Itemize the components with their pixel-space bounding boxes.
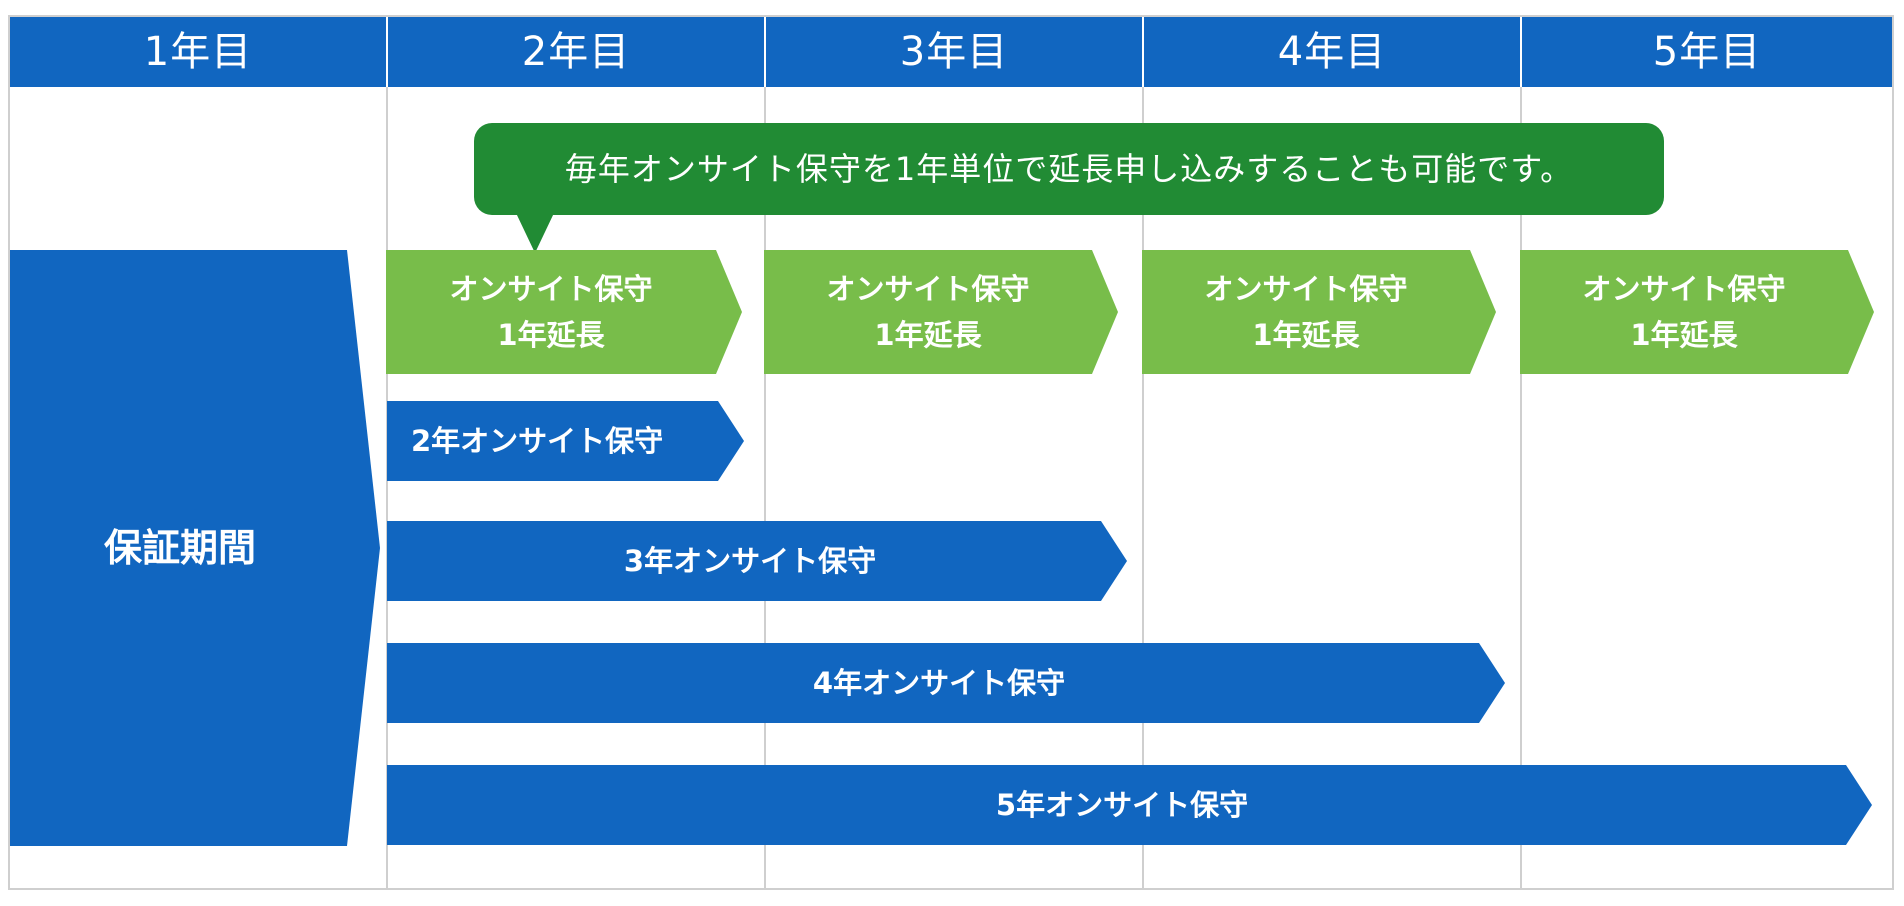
- plan-label: 5年オンサイト保守: [995, 788, 1249, 822]
- warranty-period-label: 保証期間: [103, 526, 256, 570]
- extension-line2: 1年延長: [874, 318, 982, 352]
- extension-line2: 1年延長: [497, 318, 605, 352]
- extension-arrow-year-2: オンサイト保守 1年延長: [386, 250, 742, 374]
- warranty-period-block: [10, 250, 380, 846]
- plan-label: 4年オンサイト保守: [812, 666, 1066, 700]
- plan-arrow-2-year: 2年オンサイト保守: [387, 401, 744, 481]
- year-header-row: 1年目 2年目 3年目 4年目 5年目: [10, 17, 1892, 87]
- year-header-1: 1年目: [10, 17, 386, 87]
- extension-line1: オンサイト保守: [826, 272, 1030, 306]
- extension-line1: オンサイト保守: [1204, 272, 1408, 306]
- year-header-5: 5年目: [1522, 17, 1892, 87]
- extension-arrow-text: オンサイト保守 1年延長: [1142, 250, 1470, 374]
- extension-arrow-text: オンサイト保守 1年延長: [1520, 250, 1848, 374]
- callout-text: 毎年オンサイト保守を1年単位で延長申し込みすることも可能です。: [474, 123, 1664, 215]
- callout-pointer: [516, 213, 554, 253]
- column-divider: [1520, 87, 1522, 888]
- extension-arrow-text: オンサイト保守 1年延長: [386, 250, 716, 374]
- extension-arrow-year-3: オンサイト保守 1年延長: [764, 250, 1118, 374]
- extension-line2: 1年延長: [1630, 318, 1738, 352]
- column-divider: [386, 87, 388, 888]
- column-divider: [764, 87, 766, 888]
- plan-label: 2年オンサイト保守: [411, 424, 664, 458]
- year-header-4: 4年目: [1144, 17, 1520, 87]
- diagram-frame: [8, 15, 1894, 890]
- extension-callout: 毎年オンサイト保守を1年単位で延長申し込みすることも可能です。: [474, 123, 1664, 253]
- extension-arrow-text: オンサイト保守 1年延長: [764, 250, 1092, 374]
- plan-arrow-3-year: 3年オンサイト保守: [387, 521, 1127, 601]
- year-header-3: 3年目: [766, 17, 1142, 87]
- year-header-2: 2年目: [388, 17, 764, 87]
- plan-label: 3年オンサイト保守: [623, 544, 877, 578]
- plan-arrow-5-year: 5年オンサイト保守: [387, 765, 1872, 845]
- extension-line2: 1年延長: [1252, 318, 1360, 352]
- extension-line1: オンサイト保守: [449, 272, 653, 306]
- plan-arrow-4-year: 4年オンサイト保守: [387, 643, 1505, 723]
- column-divider: [1142, 87, 1144, 888]
- extension-arrow-year-4: オンサイト保守 1年延長: [1142, 250, 1496, 374]
- extension-line1: オンサイト保守: [1582, 272, 1786, 306]
- extension-arrow-year-5: オンサイト保守 1年延長: [1520, 250, 1874, 374]
